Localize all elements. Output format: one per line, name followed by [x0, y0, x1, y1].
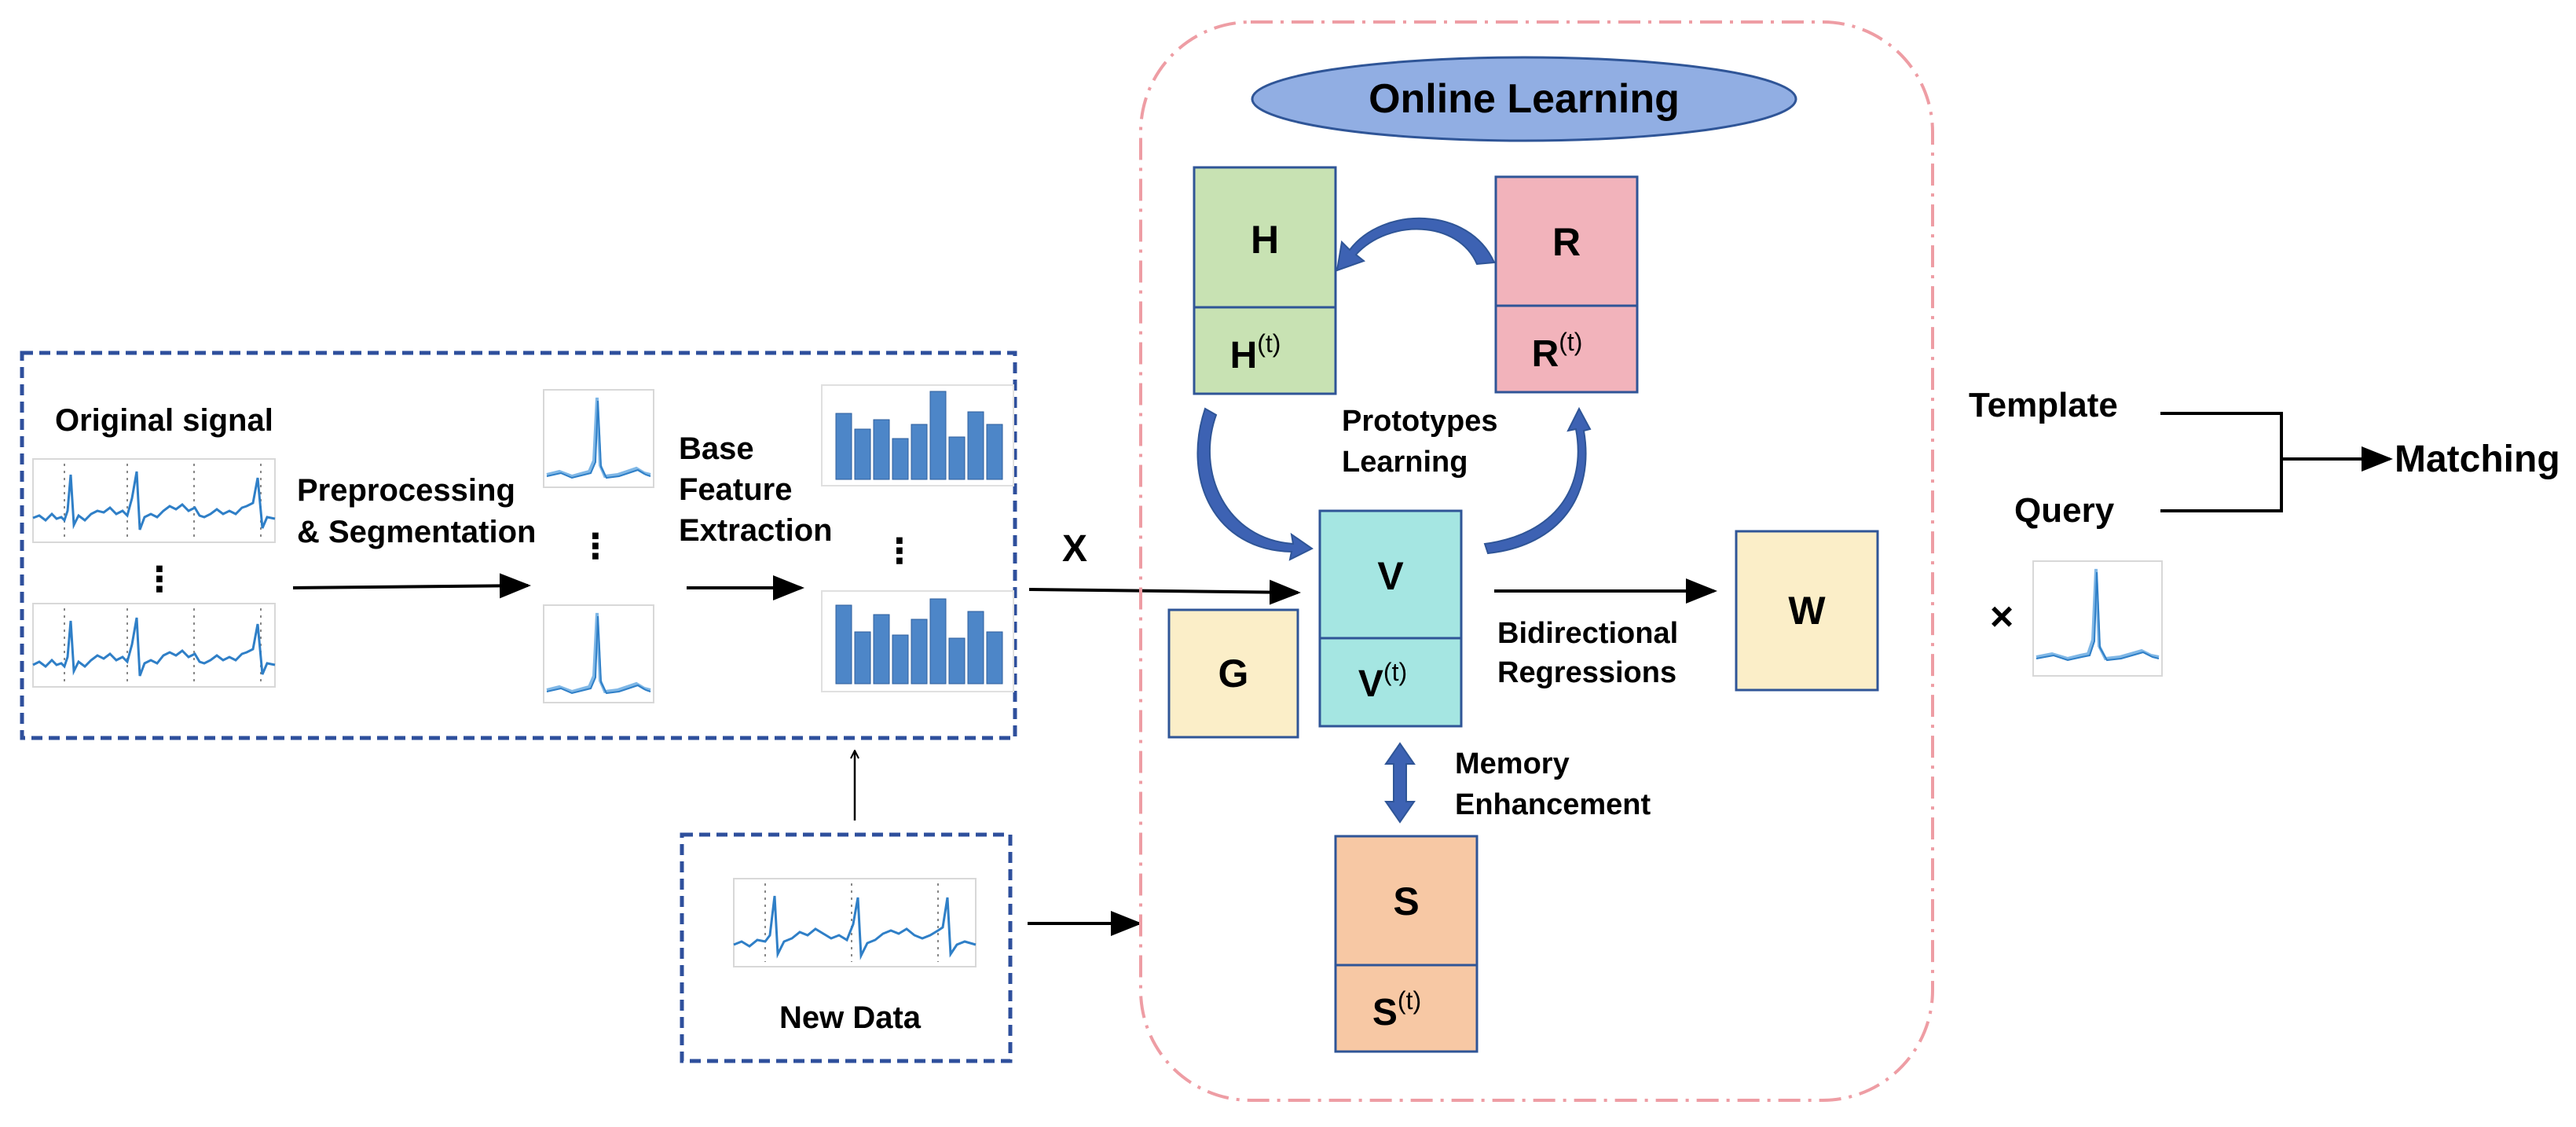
w-box: W: [1735, 530, 1879, 692]
arrow-to-beats: [292, 573, 531, 599]
ellipsis-features: ⋮: [882, 532, 917, 571]
new-data-box: [680, 832, 1013, 1063]
new-data-ecg-strip: [733, 878, 977, 967]
w-label: W: [1788, 589, 1826, 633]
memory-label-line2: Enhancement: [1455, 788, 1651, 821]
bidirectional-label-line2: Regressions: [1497, 656, 1676, 689]
heartbeat-thumb-2: [543, 604, 654, 703]
online-learning-region: [1139, 20, 1934, 1102]
base-feature-label-line3: Extraction: [679, 513, 833, 548]
v-t-label: V(t): [1358, 658, 1407, 705]
g-label: G: [1218, 652, 1249, 696]
curve-arrow-r-to-h: [1336, 217, 1496, 272]
histogram-1: [821, 384, 1014, 486]
matching-label: Matching: [2395, 439, 2560, 480]
s-t-label: S(t): [1372, 986, 1421, 1033]
v-label: V: [1377, 554, 1404, 598]
query-label: Query: [2014, 491, 2115, 530]
new-data-label: New Data: [779, 1000, 922, 1035]
original-signal-label: Original signal: [55, 403, 273, 438]
prototypes-label-line1: Prototypes: [1342, 405, 1497, 438]
curve-arrow-v-to-r: [1483, 406, 1592, 555]
histogram-2: [821, 590, 1014, 692]
arrow-x-to-v: [1028, 579, 1301, 605]
memory-label-line1: Memory: [1455, 747, 1570, 780]
query-heartbeat-thumb: [2032, 560, 2163, 677]
preprocessing-label-line2: & Segmentation: [297, 515, 536, 549]
prototypes-label-line2: Learning: [1342, 446, 1468, 479]
h-label: H: [1251, 218, 1279, 262]
pipeline-box: [20, 351, 1017, 740]
heartbeat-thumb-1: [543, 389, 654, 488]
matching-bracket: [2160, 412, 2283, 512]
g-box: G: [1167, 608, 1299, 739]
ecg-strip-1: [32, 458, 276, 543]
template-label: Template: [1969, 386, 2118, 424]
ellipsis-beats: ⋮: [578, 527, 613, 566]
base-feature-label-line1: Base: [679, 431, 754, 466]
curve-arrow-h-to-v: [1196, 407, 1314, 561]
preprocessing-label-line1: Preprocessing: [297, 473, 515, 508]
r-box: R R(t): [1494, 175, 1639, 394]
r-t-label: R(t): [1532, 328, 1583, 375]
h-box: H H(t): [1193, 166, 1337, 395]
ellipsis-signals: ⋮: [142, 560, 177, 599]
ecg-strip-2: [32, 603, 276, 688]
r-label: R: [1552, 220, 1581, 264]
times-symbol: ×: [1990, 594, 2014, 640]
bidirectional-label-line1: Bidirectional: [1497, 617, 1678, 650]
double-arrow-v-s: [1384, 742, 1416, 824]
x-label: X: [1062, 528, 1087, 570]
s-label: S: [1393, 879, 1419, 923]
h-t-label: H(t): [1230, 329, 1281, 376]
s-box: S S(t): [1334, 835, 1479, 1053]
base-feature-label-line2: Feature: [679, 472, 793, 507]
online-learning-title: Online Learning: [1369, 76, 1680, 122]
online-learning-title-pill: [1251, 56, 1797, 142]
v-box: V V(t): [1318, 509, 1463, 728]
